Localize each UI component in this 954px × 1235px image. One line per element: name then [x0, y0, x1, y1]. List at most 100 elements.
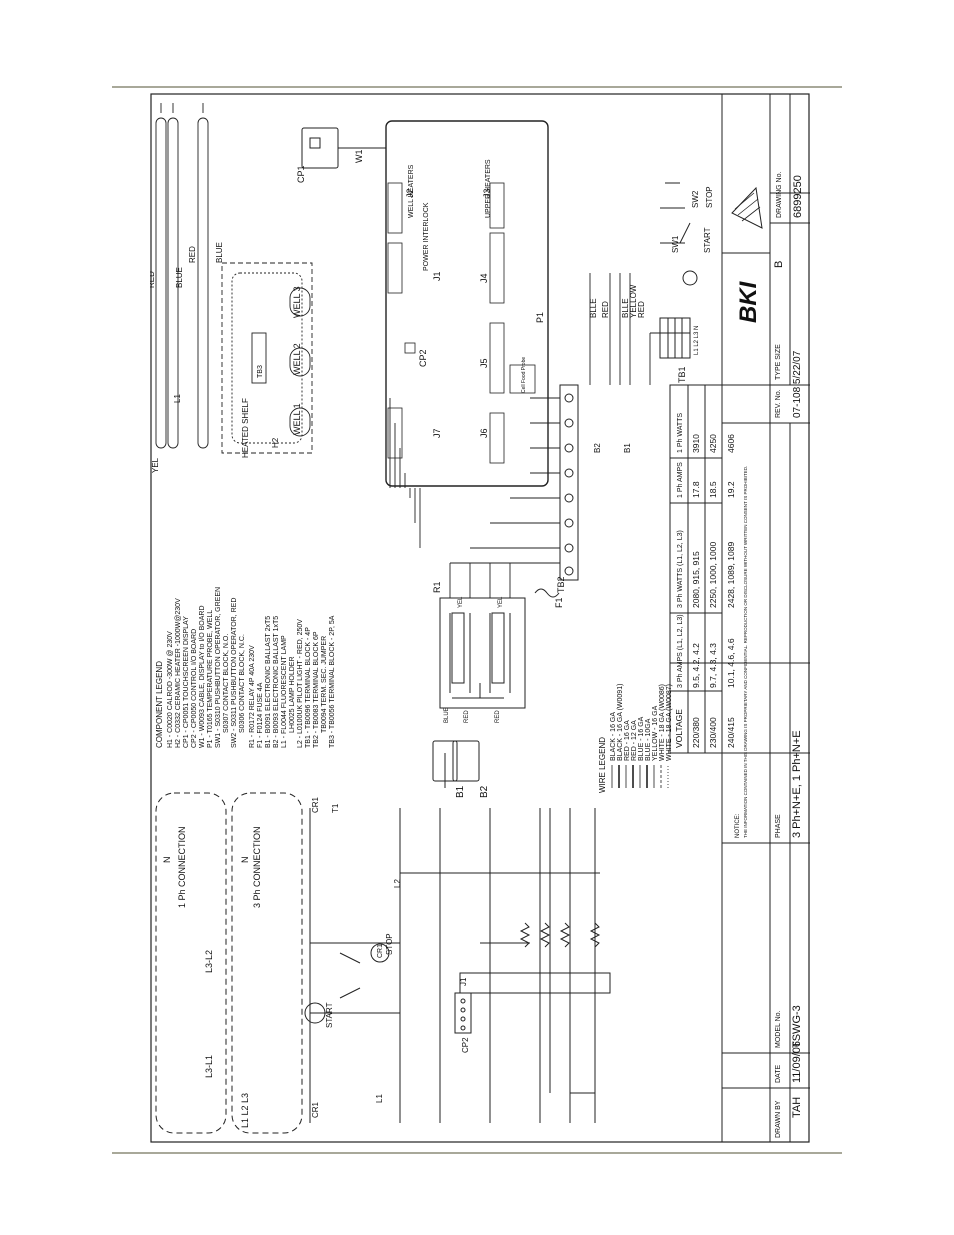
j5-label: J5 [479, 358, 489, 368]
b1-blue-label: BLUE [444, 707, 450, 723]
well3-label: WELL 3 [292, 286, 302, 318]
j1-ladder-label: J1 [459, 977, 468, 986]
j3-label: J3 [482, 188, 492, 198]
cr1-coil-label: CR1 [377, 944, 384, 958]
title-block-text: DRAWN BY TAH DATE 11/09/06 MODEL No. TSW… [731, 172, 804, 1138]
lamp-blue-label: BLUE [175, 267, 184, 288]
upper-heaters-label: UPPER HEATERS [485, 159, 492, 218]
tb1-terms: L1 L2 L3 N [694, 326, 700, 355]
legend-item: TB2 - TB0083 TERMINAL BLOCK 6P [313, 631, 320, 748]
wire-legend-title: WIRE LEGEND [598, 737, 607, 793]
phase-label: PHASE [775, 814, 782, 838]
notice-text: THE INFORMATION CONTAINED IN THIS DRAWIN… [743, 466, 748, 838]
b1-wire-label: B1 [623, 443, 632, 453]
spec-row2-watts1: 4606 [726, 434, 736, 453]
wiring-diagram-sheet: VOLTAGE 3 Ph AMPS (L1, L2, L3) 3 Ph WATT… [147, 93, 810, 1143]
j4-label: J4 [479, 273, 489, 283]
switch-labels: SW1 START SW2 STOP [671, 186, 714, 253]
cr1-label: CR1 [311, 796, 320, 813]
spec-table-grid [669, 384, 723, 754]
j7-label: J7 [432, 428, 442, 438]
phase-value: 3 Ph+N+E, 1 Ph+N+E [791, 730, 803, 838]
legend-item: TB1 - TB0096 TERMINAL BLOCK - 4P [305, 627, 312, 748]
l2-label: L2 [393, 879, 402, 888]
well1-label: WELL 1 [292, 403, 302, 435]
drawn-by-label: DRAWN BY [775, 1100, 782, 1138]
drawing-no-value: 6899250 [792, 175, 804, 218]
wire-legend-item: RED - 16 GA [624, 720, 631, 761]
legend-item: CP1 - CP0051 TOUCHSCREEN DISPLAY [183, 616, 190, 748]
legend-item: L1 - FL0044 FLUORESCENT LAMP [281, 635, 288, 748]
sw2-label: SW2 [691, 190, 700, 208]
yellow-wire-label: YELLOW [629, 284, 638, 318]
legend-item: F1 - F0124 FUSE 4A [257, 682, 264, 748]
lamp-labels: RED BLUE RED BLUE L1 YEL [147, 242, 224, 473]
spec-row1-watts1: 4250 [708, 434, 718, 453]
ballast-wire-labels: B2 B1 BLLE RED BLLE YELLOW RED [589, 284, 646, 453]
component-legend: COMPONENT LEGEND H1 - C0020 CALROD -300W… [155, 587, 336, 748]
terminal-block-tb2 [559, 384, 579, 581]
ladder-labels: CR1 CR1 T1 STOP START CR1 L2 L1 CP2 J1 B… [311, 596, 504, 1118]
wire-legend: WIRE LEGEND BLACK - 16 GA BLACK - 16 GA … [598, 684, 673, 793]
header-rule [112, 86, 842, 88]
legend-item: L2 - L0100UK PILOT LIGHT - RED, 250V [297, 619, 304, 748]
legend-item: SW2 - S0311 PUSHBUTTON OPERATOR, RED [231, 598, 238, 748]
j1-label: J1 [432, 271, 442, 281]
cr1-label-bottom: CR1 [311, 1101, 320, 1118]
wire-legend-item: RED - 12 GA [631, 720, 638, 761]
legend-item: B2 - B0093 ELECTRONIC BALLAST 1xT5 [273, 616, 280, 748]
b2-red-label: RED [495, 710, 501, 723]
rev-value: 07-108 5/22/07 [792, 350, 803, 418]
legend-item: LH0025 LAMP HOLDER [289, 656, 296, 733]
spec-row1-amps3: 9.7, 4.3, 4.3 [708, 643, 718, 688]
rev-label: REV. No. [775, 389, 782, 418]
t1-label: T1 [331, 803, 340, 813]
l1-label: L1 [375, 1094, 384, 1103]
well2-label: WELL 2 [292, 343, 302, 375]
bki-logo-text: BKI [735, 280, 762, 323]
lamp-tubes-l1 [155, 103, 209, 449]
connection-3ph-l1l2l3: L1 L2 L3 [240, 1093, 250, 1128]
connection-1ph-n: N [162, 857, 172, 864]
lamp-red-label-2: RED [188, 246, 197, 263]
f1-label: F1 [554, 597, 564, 608]
well-heaters-label: WELL HEATERS [408, 164, 415, 218]
red-wire-label-2: RED [637, 301, 646, 318]
wire-legend-item: BLACK - 16 GA (W0091) [617, 684, 624, 761]
spec-row1-watts3: 2250, 1000, 1000 [708, 542, 718, 608]
legend-item: TB0094 TERM. SEC. JUMPER [321, 636, 328, 733]
fuse-f1 [534, 588, 560, 598]
start-label: START [325, 1002, 334, 1028]
b1-label: B1 [455, 785, 466, 798]
spec-row0-voltage: 220/380 [691, 717, 701, 748]
legend-item: R1 - R0172 RELAY 4P 40A 230V [249, 645, 256, 748]
spec-row1-amps1: 18.5 [708, 481, 718, 498]
model-value: TSWG-3 [791, 1005, 803, 1048]
connection-1ph-box: 1 Ph CONNECTION N L3-L2 L3-L1 [155, 792, 227, 1134]
legend-item: S0306 CONTACT BLOCK, N.C. [239, 634, 246, 733]
main-wiring [389, 273, 690, 598]
spec-header-voltage: VOLTAGE [674, 709, 684, 748]
spec-header-1ph-watts: 1 Ph WATTS [677, 413, 684, 453]
ladder-schematic [304, 612, 611, 1123]
cp2-connectors [387, 182, 536, 464]
lamp-blue-label-2: BLUE [215, 242, 224, 263]
lamp-red-label: RED [150, 271, 156, 288]
spec-row2-amps1: 19.2 [726, 481, 736, 498]
wire-legend-item: BLUE - 16 GA [638, 716, 645, 761]
spec-row1-voltage: 230/400 [708, 717, 718, 748]
b2-yel-label: YEL [498, 596, 504, 608]
legend-item: SW1 - S0310 PUSHBUTTON OPERATOR, GREEN [215, 587, 222, 748]
legend-item: TB3 - TB0056 TERMINAL BLOCK - 2P, 5A [329, 615, 336, 748]
heated-shelf-h2 [221, 262, 313, 454]
spec-header-1ph-amps: 1 Ph AMPS [677, 462, 684, 498]
lamp-yel-label: YEL [151, 457, 160, 473]
spec-table: VOLTAGE 3 Ph AMPS (L1, L2, L3) 3 Ph WATT… [674, 413, 736, 748]
drawing-no-label: DRAWING No. [776, 172, 783, 218]
connection-3ph-n: N [240, 857, 250, 864]
l1-lamp-label: L1 [173, 394, 182, 403]
legend-item: W1 - W0093 CABLE, DISPLAY to I/O BOARD [199, 605, 206, 748]
w1-label: W1 [354, 150, 364, 164]
spec-row0-amps3: 9.5, 4.2, 4.2 [691, 643, 701, 688]
spec-header-3ph-watts: 3 Ph WATTS (L1, L2, L3) [677, 530, 684, 608]
